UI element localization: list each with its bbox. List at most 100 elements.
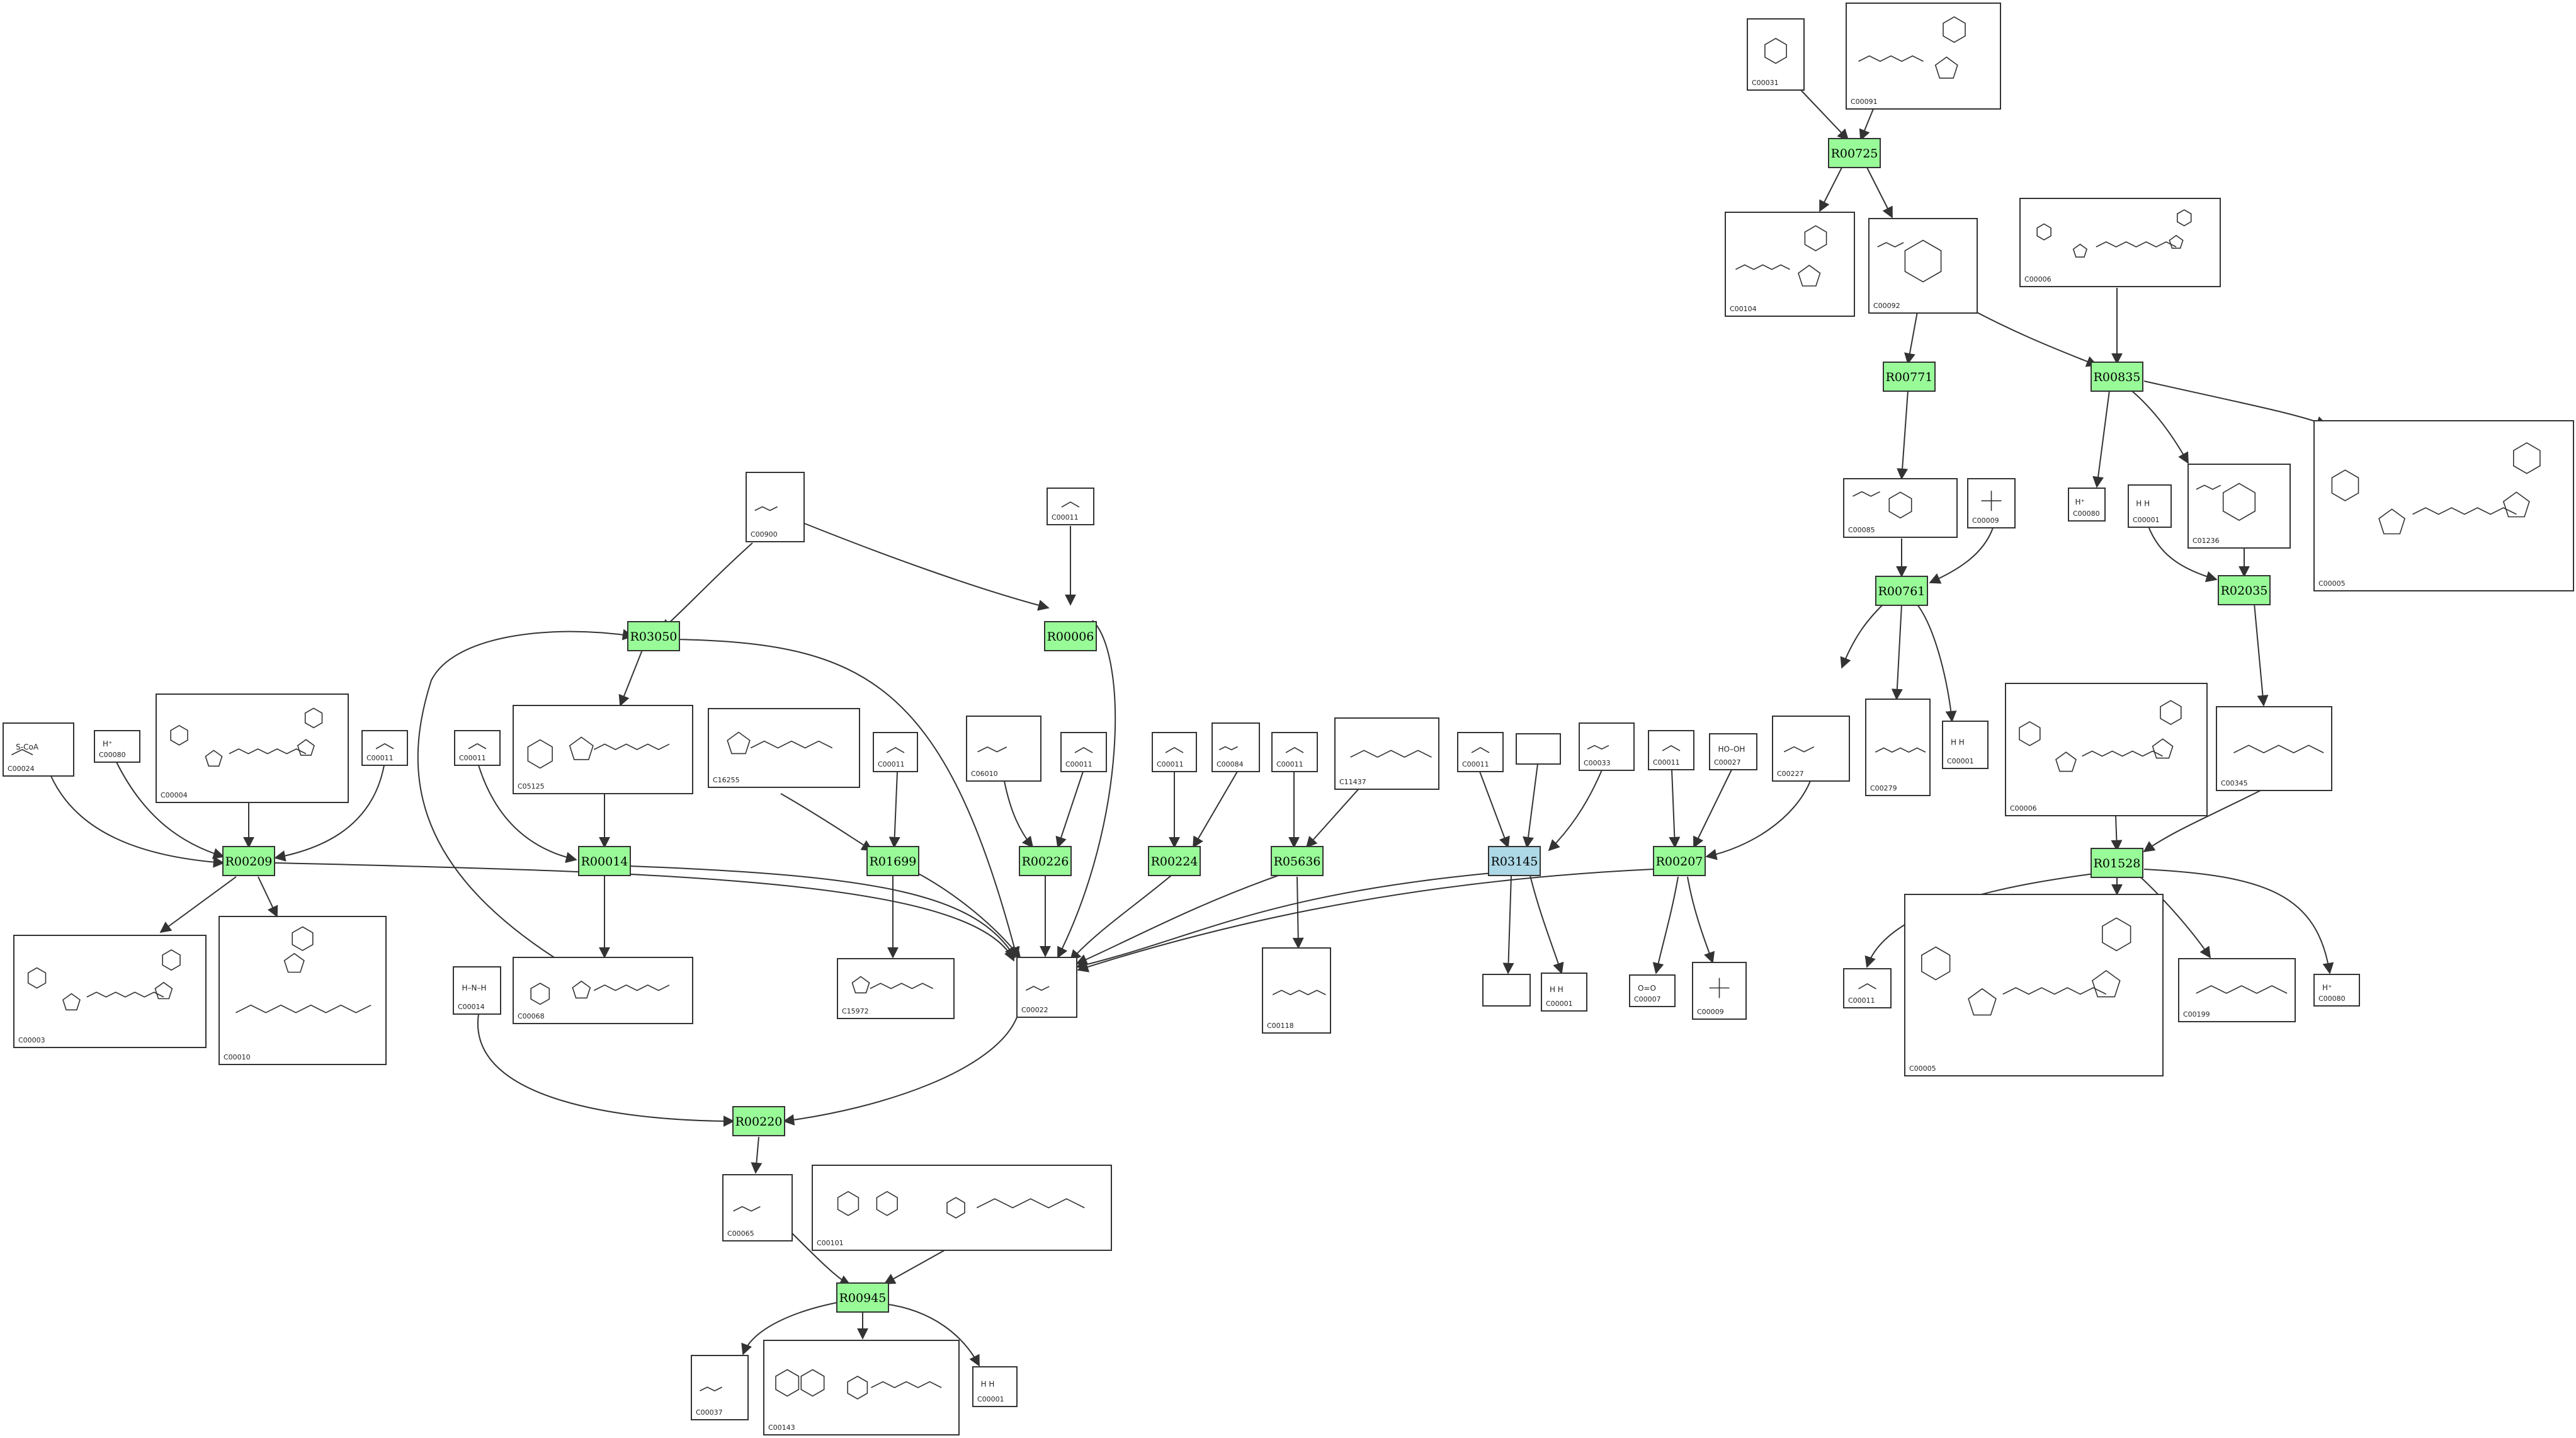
compound-node[interactable]: C00037: [691, 1355, 749, 1420]
compound-node[interactable]: C11437: [1334, 717, 1439, 790]
reaction-node-r00835[interactable]: R00835: [2091, 362, 2143, 392]
compound-node[interactable]: C00011: [1457, 732, 1504, 772]
reaction-box: [1488, 846, 1541, 876]
edge-r00835-c01236: [2131, 390, 2189, 464]
molecule-structure: [1025, 986, 1050, 991]
compound-node[interactable]: C00092: [1868, 218, 1978, 314]
compound-node[interactable]: C00011: [1271, 732, 1318, 772]
compound-node[interactable]: C00031: [1747, 18, 1805, 91]
reaction-node-r00725[interactable]: R00725: [1828, 138, 1881, 168]
compound-node[interactable]: C16255: [708, 708, 860, 788]
compound-node[interactable]: C00104: [1725, 212, 1855, 317]
compound-node[interactable]: C00006: [2019, 198, 2221, 287]
compound-node[interactable]: C00068: [513, 957, 693, 1024]
reaction-box: [2091, 848, 2143, 878]
compound-node[interactable]: C00004: [156, 693, 349, 803]
atom-label: HO–OH: [1718, 745, 1745, 754]
reaction-node-r01528[interactable]: R01528: [2091, 848, 2143, 878]
compound-node[interactable]: [1482, 974, 1531, 1007]
compound-box: [1846, 3, 2001, 110]
compound-node[interactable]: C00101: [812, 1165, 1112, 1251]
compound-node[interactable]: C00011: [873, 732, 918, 772]
reaction-node-r03145[interactable]: R03145: [1488, 846, 1541, 876]
reaction-node-r00945[interactable]: R00945: [836, 1282, 889, 1313]
compound-box: [1629, 974, 1676, 1007]
compound-node[interactable]: C00005: [2313, 420, 2574, 591]
reaction-node-r00006[interactable]: R00006: [1044, 621, 1097, 651]
compound-id-label: C00009: [1972, 516, 1999, 525]
compound-box: [454, 730, 501, 766]
compound-id-label: C00101: [817, 1239, 844, 1247]
compound-node[interactable]: C00010: [218, 916, 387, 1065]
compound-box: [361, 730, 408, 766]
compound-box: [2068, 488, 2106, 522]
compound-id-label: C00003: [18, 1036, 45, 1044]
reaction-box: [2218, 575, 2271, 605]
compound-node[interactable]: C00009: [1967, 478, 2016, 528]
reaction-node-r00014[interactable]: R00014: [578, 846, 631, 876]
compound-node[interactable]: C00011: [361, 730, 408, 766]
compound-node[interactable]: C00227: [1772, 716, 1850, 782]
compound-node[interactable]: C01236: [2187, 464, 2291, 549]
edge-r03050-c00022: [672, 639, 1020, 959]
compound-node[interactable]: C00199: [2178, 958, 2296, 1022]
edge-r03050-c05125: [618, 649, 643, 707]
compound-node[interactable]: C00033: [1579, 722, 1635, 771]
compound-node[interactable]: C00091: [1846, 3, 2001, 110]
compound-node[interactable]: C00279: [1865, 699, 1931, 796]
reaction-node-r02035[interactable]: R02035: [2218, 575, 2271, 605]
compound-node[interactable]: H⁺C00080: [94, 730, 140, 763]
compound-node[interactable]: C00011: [1047, 488, 1094, 525]
compound-node[interactable]: C00065: [722, 1174, 793, 1241]
reaction-node-r03050[interactable]: R03050: [627, 621, 680, 651]
compound-node[interactable]: C00022: [1016, 957, 1077, 1018]
edge-r05636-c00022: [1075, 875, 1279, 965]
atom-label: H H: [981, 1380, 995, 1389]
reaction-node-r05636[interactable]: R05636: [1271, 846, 1324, 876]
compound-node[interactable]: C00143: [763, 1340, 960, 1435]
compound-node[interactable]: C00006: [2005, 683, 2208, 816]
compound-node[interactable]: C00345: [2216, 706, 2332, 791]
compound-box: [1334, 717, 1439, 790]
compound-node[interactable]: C06010: [966, 716, 1041, 782]
compound-node[interactable]: C15972: [837, 958, 955, 1019]
reaction-box: [836, 1282, 889, 1313]
compound-node[interactable]: C00011: [1843, 968, 1892, 1008]
compound-node[interactable]: [1516, 733, 1561, 765]
compound-box: [1865, 699, 1931, 796]
reaction-node-r00226[interactable]: R00226: [1019, 846, 1072, 876]
edge-c00092-r00835: [1958, 302, 2098, 367]
compound-node[interactable]: C05125: [513, 705, 693, 794]
compound-node[interactable]: C00011: [454, 730, 501, 766]
compound-node[interactable]: C00011: [1648, 730, 1694, 770]
compound-node[interactable]: C00084: [1211, 722, 1260, 772]
compound-node[interactable]: C00085: [1843, 478, 1958, 538]
reaction-node-r00209[interactable]: R00209: [222, 846, 275, 876]
compound-node[interactable]: C00011: [1060, 732, 1107, 772]
compound-node[interactable]: C00900: [746, 472, 805, 542]
molecule-structure: [851, 976, 934, 994]
compound-box: [513, 705, 693, 794]
reaction-node-r00761[interactable]: R00761: [1875, 576, 1928, 606]
compound-node[interactable]: C00118: [1262, 947, 1331, 1034]
reaction-node-r00224[interactable]: R00224: [1148, 846, 1201, 876]
compound-node[interactable]: C00003: [13, 935, 207, 1048]
compound-node[interactable]: H⁺C00080: [2068, 488, 2106, 522]
reaction-node-r01699[interactable]: R01699: [866, 846, 919, 876]
reaction-node-r00771[interactable]: R00771: [1883, 362, 1936, 392]
compound-node[interactable]: C00011: [1152, 732, 1197, 772]
reaction-node-r00207[interactable]: R00207: [1653, 846, 1706, 876]
compound-node[interactable]: H⁺C00080: [2313, 974, 2360, 1007]
reaction-node-r00220[interactable]: R00220: [732, 1106, 785, 1136]
compound-node[interactable]: C00005: [1904, 894, 2164, 1076]
molecule-structure: [1061, 501, 1080, 508]
compound-node[interactable]: C00009: [1692, 962, 1747, 1020]
